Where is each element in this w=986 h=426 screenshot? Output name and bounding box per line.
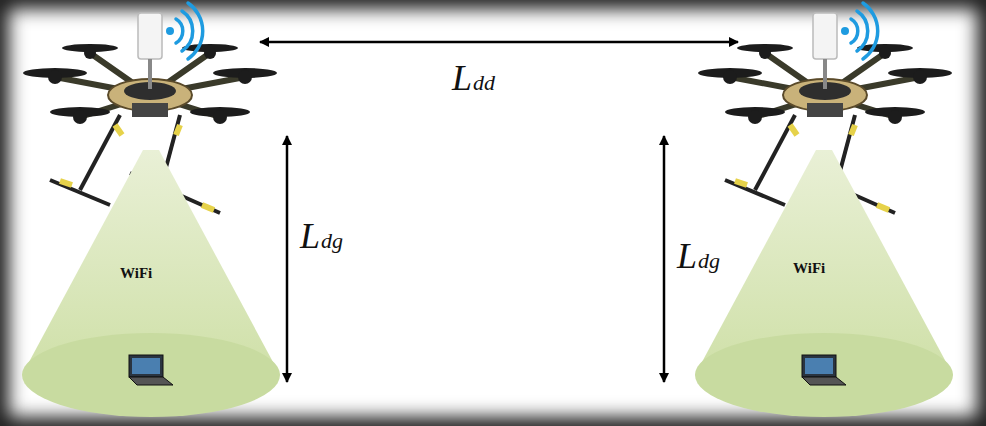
wifi-coverage: WiFi: [20, 120, 282, 420]
coverage-area: [695, 333, 953, 417]
coverage-area: [22, 333, 280, 417]
laptop-icon: [802, 355, 846, 385]
distance-label: Ldg: [677, 240, 720, 272]
laptop-icon: [129, 355, 173, 385]
distance-label: Ldd: [452, 62, 495, 94]
distance-label: Ldg: [300, 220, 343, 252]
coverage-label: WiFi: [793, 260, 825, 277]
coverage-label: WiFi: [120, 265, 152, 282]
wifi-coverage: WiFi: [693, 120, 955, 420]
